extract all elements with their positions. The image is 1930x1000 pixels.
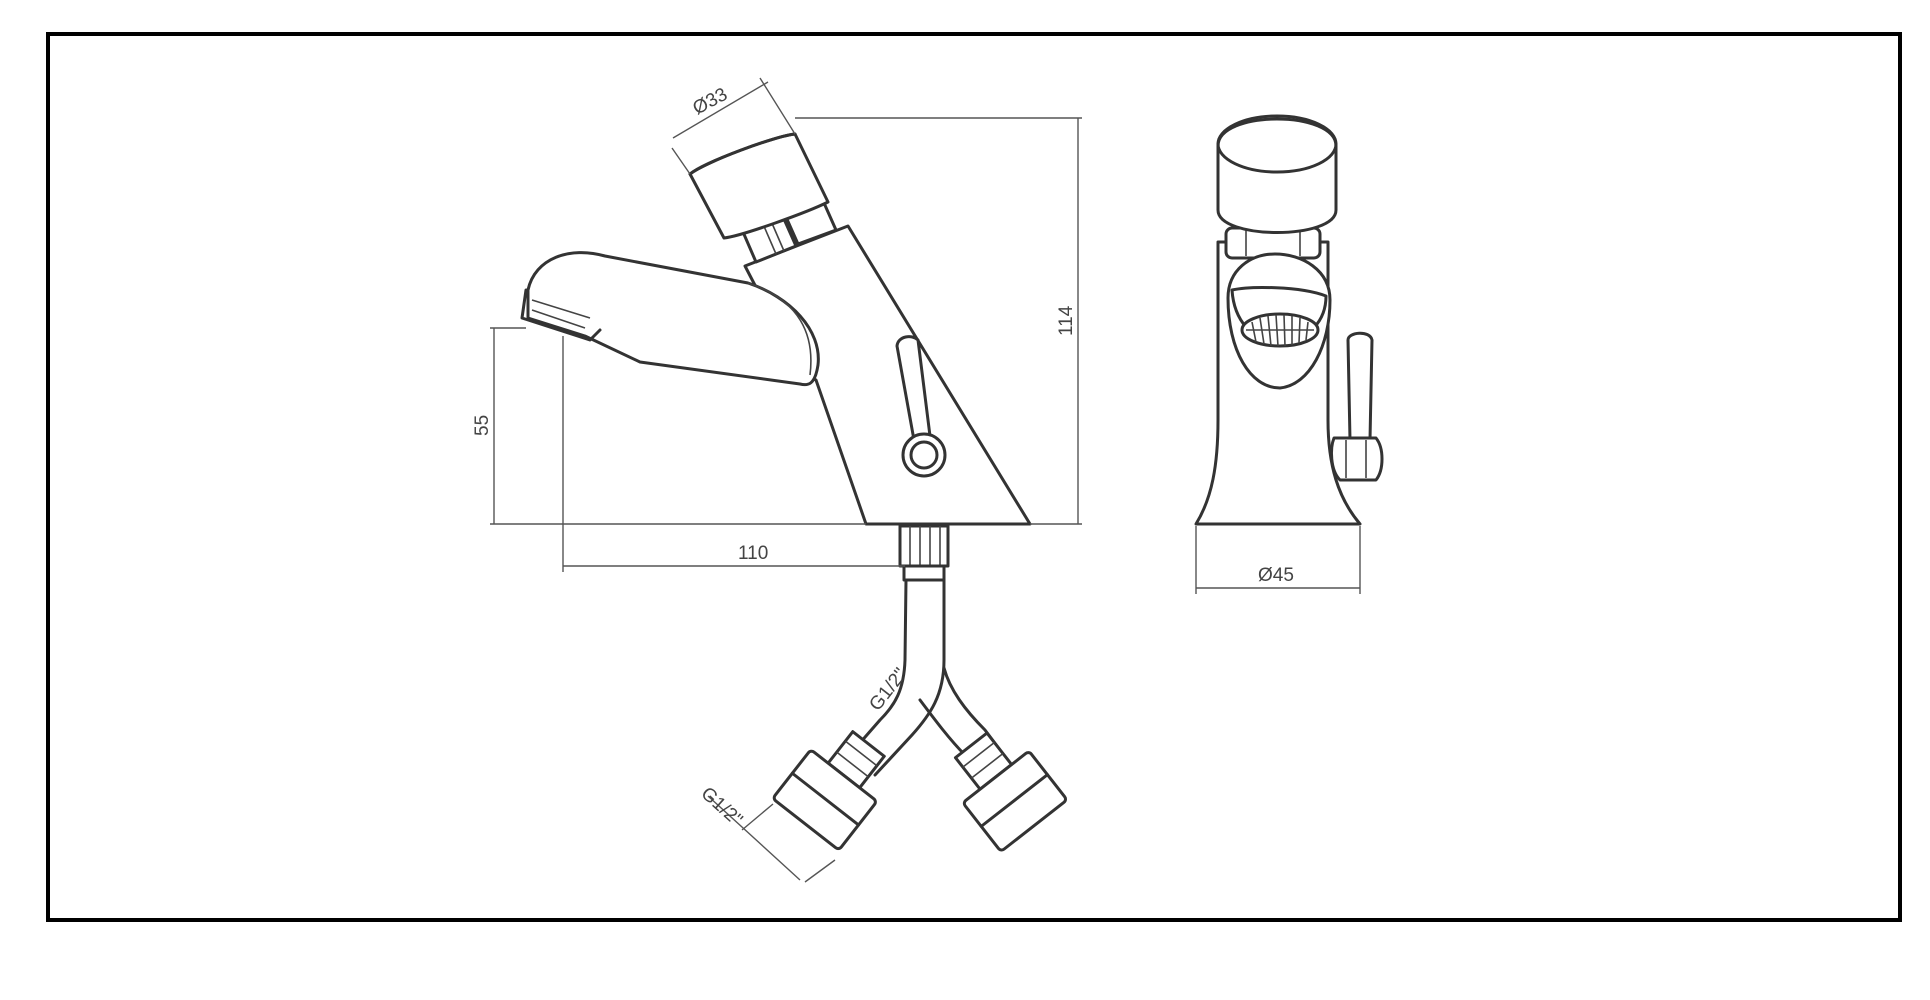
front-view-dimensions: Ø45 [1195,526,1361,594]
side-view: G1/2" [520,132,1067,852]
bottom-connector [898,524,950,582]
lever-handle [895,335,932,442]
front-view [1194,114,1384,526]
hose-nut-left [772,730,886,851]
knob-edge [688,132,797,176]
spout [526,251,820,387]
flex-hose-left [843,578,946,777]
front-lever [1346,331,1374,442]
spout-body-joint [747,282,812,376]
front-knob [1216,117,1338,234]
front-lever-pivot [1330,436,1384,482]
total-height-label: 114 [1056,305,1077,336]
thread-dimension-line [707,795,801,881]
spout-height-label: 55 [472,415,493,436]
lever-pivot-inner [909,440,939,470]
base-diameter-label: Ø45 [1258,565,1294,586]
lever-pivot-outer [901,432,947,478]
aerator-mesh [1240,312,1320,348]
spout-reach-label: 110 [738,543,768,564]
knob-diameter-dimension-line [672,81,769,139]
spout-aerator [520,288,602,342]
spout-tip-detail [531,299,591,329]
front-knob-top [1216,114,1338,174]
hose-nut-right [953,731,1067,852]
